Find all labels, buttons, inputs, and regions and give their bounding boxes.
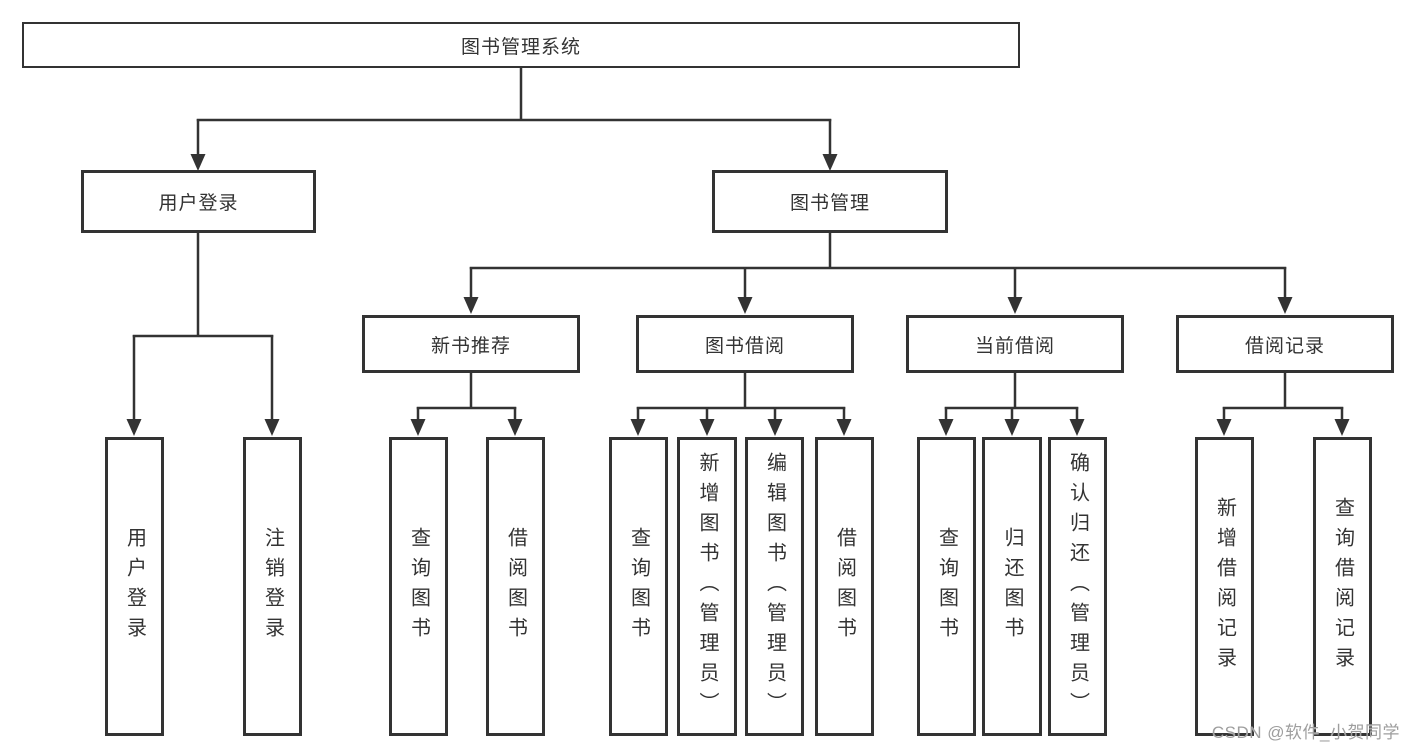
leaf-confirm-return-admin: 确认归还（管理员） xyxy=(1048,437,1107,736)
leaf-query-books-current: 查询图书 xyxy=(917,437,976,736)
node-borrowing-records: 借阅记录 xyxy=(1176,315,1394,373)
leaf-borrow-books: 借阅图书 xyxy=(815,437,874,736)
node-book-borrowing: 图书借阅 xyxy=(636,315,854,373)
node-book-management: 图书管理 xyxy=(712,170,948,233)
leaf-query-books-borrowing: 查询图书 xyxy=(609,437,668,736)
leaf-user-login: 用户登录 xyxy=(105,437,164,736)
leaf-query-books-recommend: 查询图书 xyxy=(389,437,448,736)
leaf-edit-book-admin: 编辑图书（管理员） xyxy=(745,437,804,736)
node-current-borrowing: 当前借阅 xyxy=(906,315,1124,373)
leaf-logout: 注销登录 xyxy=(243,437,302,736)
node-new-book-recommend: 新书推荐 xyxy=(362,315,580,373)
node-library-management-system: 图书管理系统 xyxy=(22,22,1020,68)
leaf-add-book-admin: 新增图书（管理员） xyxy=(677,437,737,736)
leaf-borrow-books-recommend: 借阅图书 xyxy=(486,437,545,736)
leaf-add-borrow-record: 新增借阅记录 xyxy=(1195,437,1254,736)
leaf-query-borrow-record: 查询借阅记录 xyxy=(1313,437,1372,736)
leaf-return-books: 归还图书 xyxy=(982,437,1042,736)
watermark: CSDN @软件_小贺同学 xyxy=(1211,723,1400,742)
node-user-login: 用户登录 xyxy=(81,170,316,233)
